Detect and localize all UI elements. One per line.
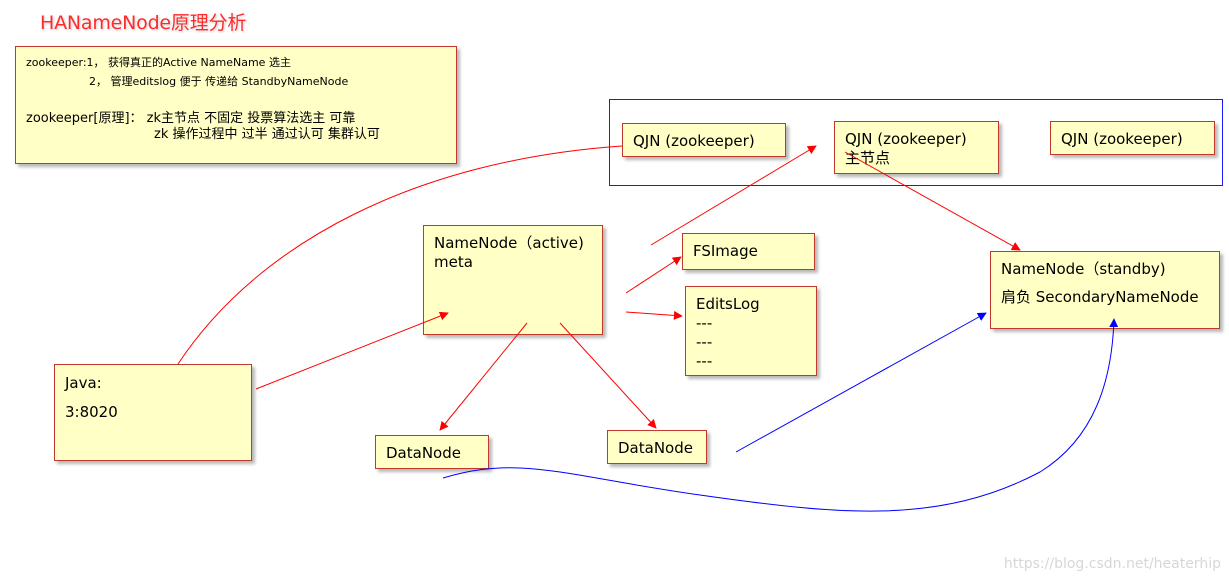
java-client-address: 3:8020 (65, 403, 118, 421)
watermark-text: https://blog.csdn.net/heaterhip (1003, 556, 1221, 572)
qjn-node-3: QJN (zookeeper) (1050, 121, 1215, 155)
datanode-2-to-standby-arrow (735, 312, 987, 453)
qjn-node-3-label: QJN (zookeeper) (1061, 130, 1183, 148)
java-to-qjn-curve (177, 145, 623, 365)
java-client-label: Java: (65, 374, 102, 392)
fsimage-label: FSImage (693, 242, 758, 260)
datanode-1: DataNode (375, 435, 489, 469)
java-to-namenode-arrow (255, 311, 449, 390)
datanode-2-label: DataNode (618, 439, 693, 457)
namenode-active: NameNode（active) meta (423, 225, 603, 335)
namenode-active-meta: meta (434, 253, 473, 271)
namenode-to-fsimage-arrow (625, 256, 682, 294)
notes-line-4: zk 操作过程中 过半 通过认可 集群认可 (154, 127, 380, 142)
diagram-title: HANameNode原理分析 (40, 12, 247, 34)
editslog-box: EditsLog --- --- --- (685, 286, 817, 376)
namenode-standby: NameNode（standby) 肩负 SecondaryNameNode (990, 251, 1220, 329)
fsimage-box: FSImage (682, 233, 815, 270)
qjn-node-1-label: QJN (zookeeper) (633, 132, 755, 150)
namenode-standby-role: 肩负 SecondaryNameNode (1001, 288, 1199, 306)
editslog-label: EditsLog (696, 295, 760, 313)
datanode-1-to-standby-curve (442, 318, 1119, 512)
namenode-to-datanode-2-arrow (559, 322, 657, 429)
leader-to-standby-arrow (844, 151, 1021, 251)
notes-line-2: 2， 管理editslog 便于 传递给 StandbyNameNode (89, 75, 349, 88)
notes-line-3: zookeeper[原理]： zk主节点 不固定 投票算法选主 可靠 (26, 111, 356, 126)
qjn-node-2-label: QJN (zookeeper) (845, 130, 967, 148)
qjn-node-1: QJN (zookeeper) (622, 123, 786, 157)
namenode-active-label: NameNode（active) (434, 234, 584, 252)
qjn-node-2-role: 主节点 (845, 149, 891, 167)
editslog-entry: --- (696, 333, 713, 351)
namenode-standby-label: NameNode（standby) (1001, 260, 1166, 278)
namenode-to-leader-arrow (650, 145, 817, 246)
namenode-to-datanode-1-arrow (439, 322, 528, 431)
datanode-1-label: DataNode (386, 444, 461, 462)
notes-line-1: zookeeper:1， 获得真正的Active NameName 选主 (26, 56, 291, 69)
notes-box: zookeeper:1， 获得真正的Active NameName 选主 2， … (15, 46, 457, 164)
namenode-to-editslog-arrow (625, 310, 683, 320)
editslog-entry: --- (696, 314, 713, 332)
zookeeper-cluster-group (609, 99, 1223, 186)
java-client-box: Java: 3:8020 (54, 364, 252, 461)
editslog-entry: --- (696, 352, 713, 370)
datanode-2: DataNode (607, 430, 707, 464)
qjn-node-2-leader: QJN (zookeeper) 主节点 (834, 121, 999, 174)
